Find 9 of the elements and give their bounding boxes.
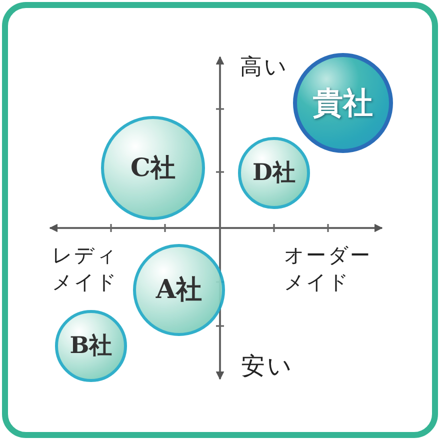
axis-label: 高い — [240, 54, 289, 82]
company-label: C社 — [130, 154, 176, 182]
company-label: B社 — [70, 333, 112, 359]
company-label: 貴社 — [313, 86, 373, 120]
axis-label: レディメイド — [52, 242, 119, 296]
company-label: A社 — [156, 276, 202, 304]
axis-label: オーダーメイド — [284, 242, 373, 296]
axis-label: 安い — [241, 351, 294, 382]
company-label: D社 — [252, 160, 296, 186]
